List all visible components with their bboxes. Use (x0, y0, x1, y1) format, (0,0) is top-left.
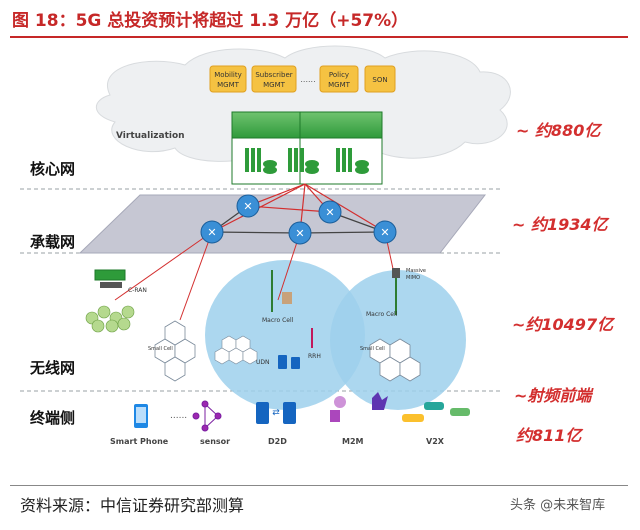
core-dots: ...... (300, 75, 315, 84)
rrh-icon: RRH (308, 328, 321, 360)
udn-cluster (214, 335, 258, 365)
layer-transport-label: 承载网 (30, 233, 75, 251)
subscriber-box (251, 65, 297, 93)
core-function-boxes: Mobility MGMT Subscriber MGMT ...... Pol… (209, 65, 396, 93)
m2m-label: M2M (342, 437, 364, 446)
router-nodes: ✕ ✕ ✕ ✕ ✕ (200, 194, 397, 245)
v2x-label: V2X (426, 437, 445, 446)
watermark: 头条 @未来智库 (510, 498, 606, 513)
svg-text:✕: ✕ (243, 200, 252, 213)
core-server-block (231, 111, 383, 185)
svg-text:✕: ✕ (207, 226, 216, 239)
layer-wireless-label: 无线网 (29, 359, 75, 377)
smartphone-label: Smart Phone (110, 437, 169, 446)
macro-tower-right: Massive MIMO Macro Cell (366, 268, 426, 318)
layer-terminal-label: 终端侧 (30, 409, 75, 427)
title-divider (10, 36, 628, 38)
mobility-label-2: MGMT (217, 81, 240, 89)
subscriber-label-2: MGMT (263, 81, 286, 89)
figure-title: 图 18：5G 总投资预计将超过 1.3 万亿（+57%） (12, 11, 409, 31)
macro-cell-label-left: Macro Cell (262, 317, 294, 324)
svg-text:⇄: ⇄ (272, 408, 280, 418)
son-box (364, 65, 396, 93)
transport-band (78, 194, 487, 254)
macro-cell-label-right: Macro Cell (366, 311, 398, 318)
small-cell-cluster-right (369, 338, 421, 382)
m2m-icon (330, 392, 388, 422)
policy-box (319, 65, 359, 93)
cran-label: C-RAN (128, 287, 147, 294)
macro-tower-left: Macro Cell (262, 270, 294, 324)
massive-mimo-label-2: MIMO (406, 275, 420, 281)
device-icons-center (278, 355, 300, 369)
svg-text:✕: ✕ (380, 226, 389, 239)
mobility-box (209, 65, 247, 93)
footer-divider (10, 485, 628, 486)
small-cell-label-left: Small Cell (148, 346, 173, 352)
cran-equipment: C-RAN (85, 269, 147, 333)
invest-wireless: ~约10497亿 (512, 315, 616, 334)
rrh-label: RRH (308, 353, 321, 360)
sensor-label: sensor (200, 437, 230, 446)
smartphone-icon (134, 404, 148, 428)
small-cell-cluster-left (154, 320, 196, 382)
policy-label-2: MGMT (328, 81, 351, 89)
mobility-label-1: Mobility (214, 71, 242, 79)
policy-label-1: Policy (329, 71, 349, 79)
invest-core: ~ 约880亿 (516, 121, 603, 140)
invest-transport: ~ 约1934亿 (512, 215, 611, 234)
udn-label: UDN (256, 359, 270, 366)
invest-terminal-value: 约811亿 (516, 426, 584, 445)
d2d-icon: ⇄ (256, 402, 296, 424)
d2d-label: D2D (268, 437, 287, 446)
massive-mimo-label-1: Massive (406, 268, 426, 274)
source-note: 资料来源：中信证券研究部测算 (20, 496, 245, 515)
svg-text:✕: ✕ (295, 227, 304, 240)
subscriber-label-1: Subscriber (255, 71, 292, 79)
small-cell-label-right: Small Cell (360, 346, 385, 352)
son-label: SON (372, 76, 387, 84)
network-diagram: Mobility MGMT Subscriber MGMT ...... Pol… (20, 45, 616, 446)
sensor-icon (192, 400, 222, 432)
virtualization-label: Virtualization (116, 131, 185, 141)
macro-coverage-left (205, 260, 365, 410)
svg-text:✕: ✕ (325, 206, 334, 219)
terminal-dots: ...... (170, 411, 187, 421)
invest-terminal-rf: ~射频前端 (514, 386, 594, 405)
layer-core-label: 核心网 (30, 160, 75, 178)
core-cloud (95, 45, 511, 164)
v2x-icon (402, 402, 470, 422)
